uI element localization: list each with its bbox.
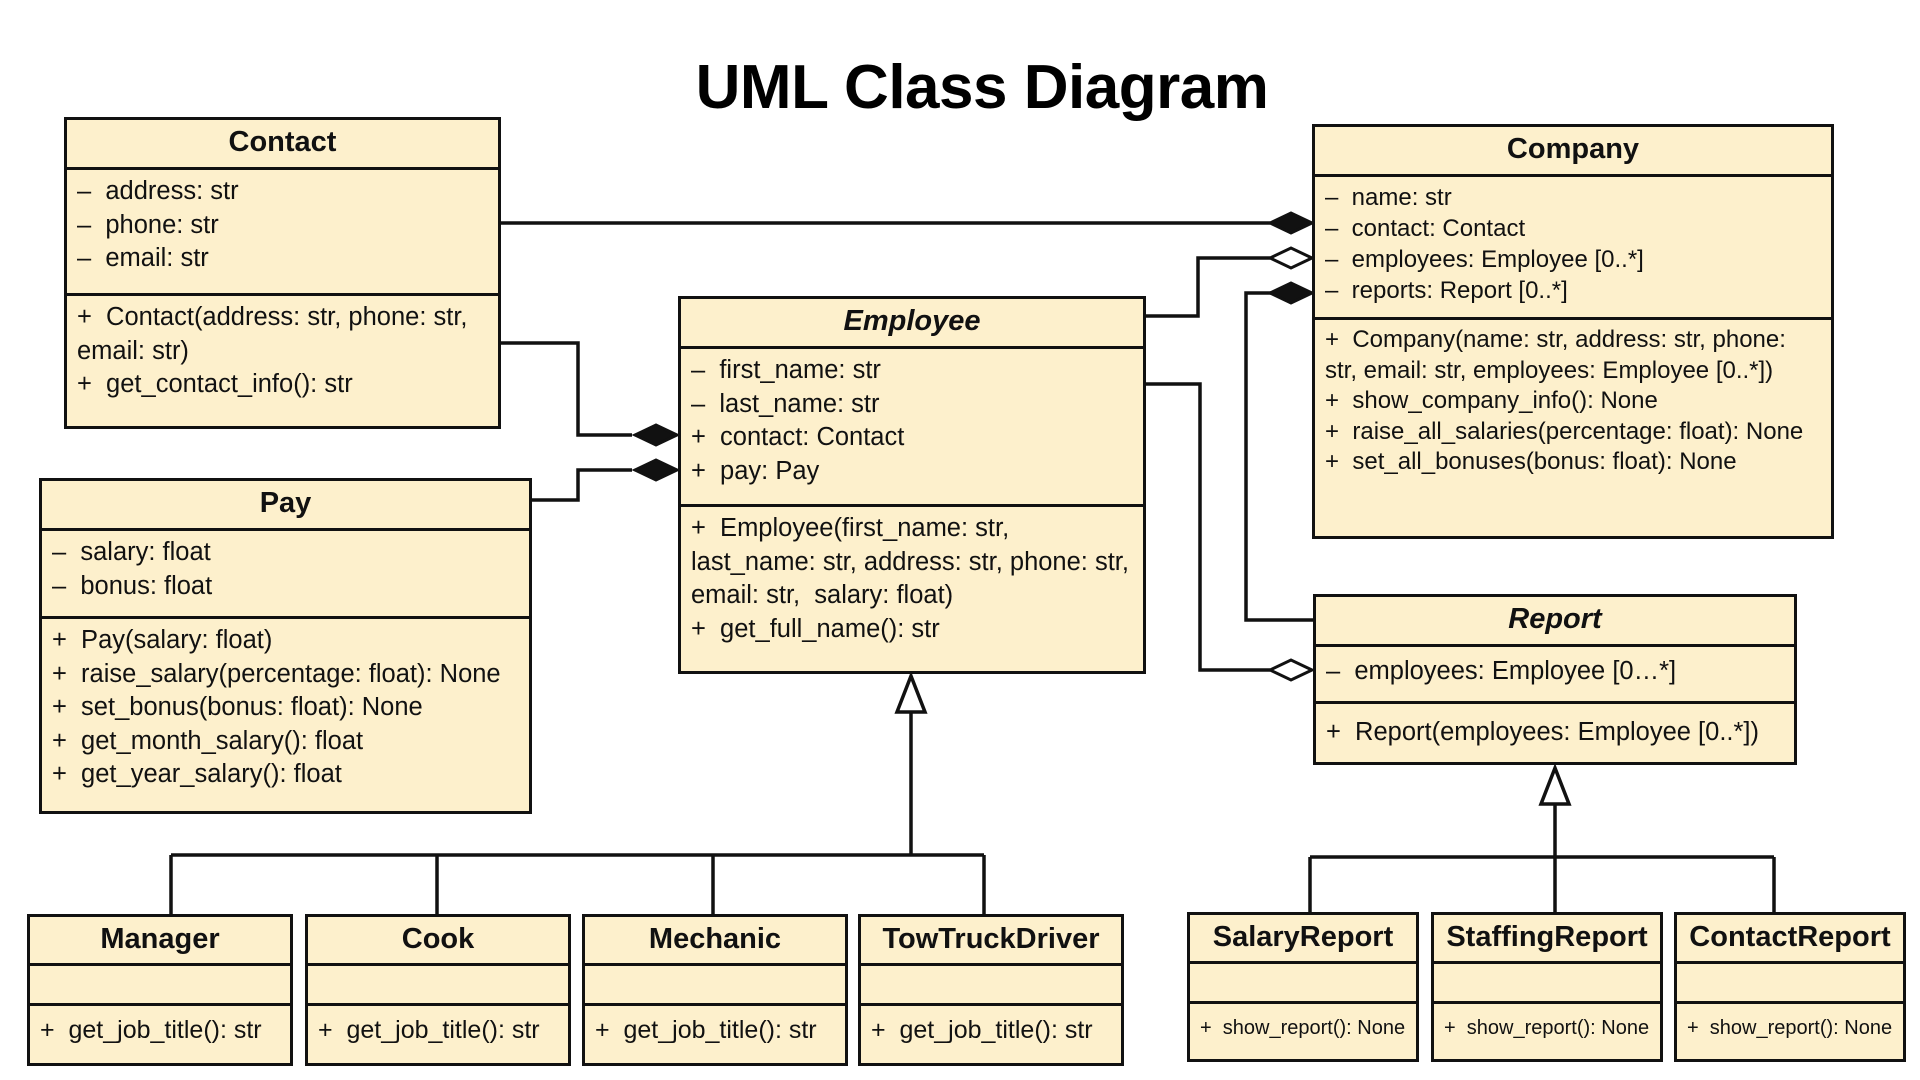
class-name: Report: [1316, 597, 1794, 647]
attribute: – reports: Report [0..*]: [1325, 277, 1568, 304]
methods-compartment: + get_job_title(): str: [30, 1006, 290, 1063]
method: + show_report(): None: [1444, 1017, 1650, 1039]
methods-compartment: + Employee(first_name: str, last_name: s…: [681, 507, 1143, 671]
attributes-compartment: [585, 966, 845, 1006]
attributes-compartment: – name: str – contact: Contact – employe…: [1315, 177, 1831, 320]
attribute: – phone: str: [77, 210, 219, 239]
attribute: – bonus: float: [52, 571, 213, 600]
methods-compartment: + Contact(address: str, phone: str, emai…: [67, 296, 498, 426]
class-cook: Cook + get_job_title(): str: [305, 914, 571, 1066]
methods-compartment: + Company(name: str, address: str, phone…: [1315, 320, 1831, 536]
attributes-compartment: [308, 966, 568, 1006]
class-name: ContactReport: [1677, 915, 1903, 964]
class-name: Company: [1315, 127, 1831, 177]
class-name: Cook: [308, 917, 568, 966]
method: + get_full_name(): str: [691, 614, 940, 643]
method: + set_all_bonuses(bonus: float): None: [1325, 448, 1737, 475]
attribute: – contact: Contact: [1325, 215, 1526, 242]
method: + raise_salary(percentage: float): None: [52, 659, 501, 688]
method: + Report(employees: Employee [0..*]): [1326, 718, 1759, 746]
method: + get_month_salary(): float: [52, 726, 364, 755]
class-mechanic: Mechanic + get_job_title(): str: [582, 914, 848, 1066]
class-pay: Pay – salary: float – bonus: float + Pay…: [39, 478, 532, 814]
line-employee-report: [1145, 382, 1270, 672]
method: + show_company_info(): None: [1325, 387, 1658, 414]
class-company: Company – name: str – contact: Contact –…: [1312, 124, 1834, 539]
attribute: – salary: float: [52, 538, 211, 566]
attributes-compartment: [1190, 964, 1416, 1004]
method: + get_job_title(): str: [871, 1016, 1093, 1044]
attributes-compartment: – first_name: str – last_name: str + con…: [681, 349, 1143, 507]
attributes-compartment: [1677, 964, 1903, 1004]
generalization-arrow-report: [1538, 763, 1572, 806]
class-employee: Employee – first_name: str – last_name: …: [678, 296, 1146, 674]
attribute: – employees: Employee [0..*]: [1325, 246, 1644, 273]
class-salaryreport: SalaryReport + show_report(): None: [1187, 912, 1419, 1062]
method: + get_year_salary(): float: [52, 760, 342, 788]
attribute: – employees: Employee [0…*]: [1326, 657, 1677, 685]
methods-compartment: + get_job_title(): str: [585, 1006, 845, 1063]
line-contact-employee: [500, 341, 632, 437]
method: + show_report(): None: [1200, 1017, 1406, 1039]
attributes-compartment: [861, 966, 1121, 1006]
class-name: Mechanic: [585, 917, 845, 966]
composition-diamond-employee-pay: [631, 458, 681, 482]
method: + Contact(address: str, phone: str, emai…: [77, 303, 475, 365]
methods-compartment: + show_report(): None: [1677, 1004, 1903, 1059]
class-name: Pay: [42, 481, 529, 531]
attribute: – last_name: str: [691, 389, 880, 418]
class-report: Report – employees: Employee [0…*] + Rep…: [1313, 594, 1797, 765]
class-name: StaffingReport: [1434, 915, 1660, 964]
methods-compartment: + show_report(): None: [1190, 1004, 1416, 1059]
attribute: + contact: Contact: [691, 423, 905, 451]
line-pay-employee: [532, 468, 632, 502]
methods-compartment: + get_job_title(): str: [861, 1006, 1121, 1063]
class-name: Contact: [67, 120, 498, 170]
attributes-compartment: – address: str – phone: str – email: str: [67, 170, 498, 296]
class-manager: Manager + get_job_title(): str: [27, 914, 293, 1066]
composition-diamond-company-report: [1266, 281, 1316, 305]
class-name: TowTruckDriver: [861, 917, 1121, 966]
attribute: – email: str: [77, 244, 209, 272]
class-contactreport: ContactReport + show_report(): None: [1674, 912, 1906, 1062]
methods-compartment: + get_job_title(): str: [308, 1006, 568, 1063]
diagram-title: UML Class Diagram: [695, 53, 1269, 122]
method: + raise_all_salaries(percentage: float):…: [1325, 417, 1804, 445]
class-contact: Contact – address: str – phone: str – em…: [64, 117, 501, 429]
method: + get_job_title(): str: [318, 1016, 540, 1044]
attribute: – name: str: [1325, 184, 1452, 211]
attributes-compartment: – salary: float – bonus: float: [42, 531, 529, 619]
method: + Pay(salary: float): [52, 626, 273, 654]
attribute: + pay: Pay: [691, 456, 820, 485]
attribute: – first_name: str: [691, 356, 881, 384]
method: + get_job_title(): str: [595, 1016, 817, 1044]
methods-compartment: + show_report(): None: [1434, 1004, 1660, 1059]
method: + get_contact_info(): str: [77, 370, 353, 398]
composition-diamond-company-contact: [1266, 211, 1316, 235]
attributes-compartment: [30, 966, 290, 1006]
method: + show_report(): None: [1687, 1017, 1893, 1039]
class-towtruckdriver: TowTruckDriver + get_job_title(): str: [858, 914, 1124, 1066]
aggregation-diamond-report-employee: [1266, 658, 1316, 682]
method: + set_bonus(bonus: float): None: [52, 693, 423, 721]
generalization-arrow-employee: [894, 671, 928, 714]
line-employee-company: [1145, 256, 1270, 318]
class-staffingreport: StaffingReport + show_report(): None: [1431, 912, 1663, 1062]
line-report-company: [1244, 291, 1313, 622]
methods-compartment: + Report(employees: Employee [0..*]): [1316, 704, 1794, 762]
methods-compartment: + Pay(salary: float) + raise_salary(perc…: [42, 619, 529, 811]
method: + Employee(first_name: str, last_name: s…: [691, 514, 1137, 609]
class-name: SalaryReport: [1190, 915, 1416, 964]
aggregation-diamond-company-employee: [1266, 246, 1316, 270]
composition-diamond-employee-contact: [631, 423, 681, 447]
class-name: Manager: [30, 917, 290, 966]
method: + get_job_title(): str: [40, 1016, 262, 1044]
attribute: – address: str: [77, 177, 239, 205]
attributes-compartment: – employees: Employee [0…*]: [1316, 647, 1794, 704]
attributes-compartment: [1434, 964, 1660, 1004]
class-name: Employee: [681, 299, 1143, 349]
method: + Company(name: str, address: str, phone…: [1325, 326, 1793, 384]
